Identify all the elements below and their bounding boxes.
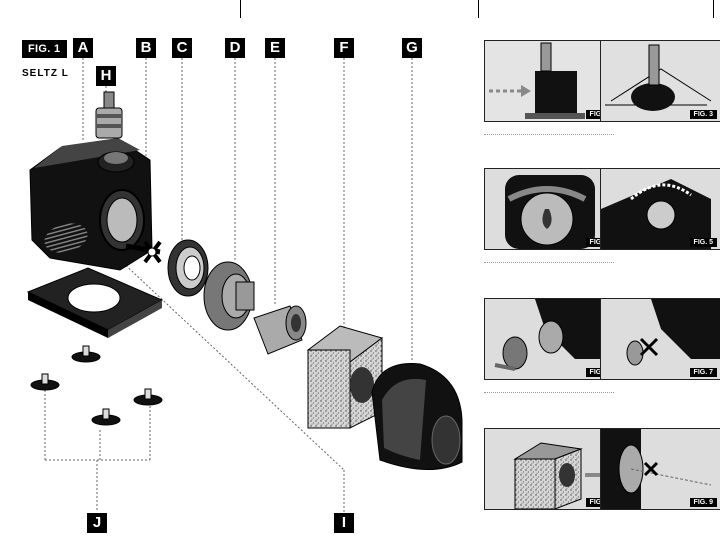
- divider: [484, 262, 614, 263]
- trim-mark: [240, 0, 241, 18]
- part-label-g: G: [402, 38, 422, 58]
- impeller-cover: [203, 261, 255, 331]
- fig-6-label: FIG. 6: [585, 368, 613, 377]
- part-label-j: J: [87, 513, 107, 533]
- model-name: SELTZ L: [22, 68, 69, 79]
- fig-6-panel: FIG. 6: [484, 298, 616, 380]
- part-label-e: E: [265, 38, 285, 58]
- fig-8-label: FIG. 8: [585, 498, 613, 507]
- fig-7-panel: FIG. 7: [600, 298, 720, 380]
- fig-7-label: FIG. 7: [689, 368, 717, 377]
- figure-label: FIG. 1: [22, 40, 68, 58]
- impeller-shaft: [125, 240, 162, 264]
- strainer-cage: [371, 363, 463, 470]
- part-label-f: F: [334, 38, 354, 58]
- fig-2-panel: FIG. 2: [484, 40, 616, 122]
- fig-3-label: FIG. 3: [689, 110, 717, 119]
- pump-body: [29, 138, 153, 271]
- divider: [484, 392, 614, 393]
- fig-4-label: FIG. 4: [585, 238, 613, 247]
- fig-5-panel: FIG. 5: [600, 168, 720, 250]
- part-label-d: D: [225, 38, 245, 58]
- fig-8-panel: FIG. 8: [484, 428, 616, 510]
- inlet-adaptor: [253, 305, 307, 355]
- trim-mark: [713, 0, 714, 18]
- part-label-i: I: [334, 513, 354, 533]
- fig-9-panel: FIG. 9: [600, 428, 720, 510]
- fig-2-label: FIG. 2: [585, 110, 613, 119]
- base-plate: [26, 267, 164, 338]
- fig-5-label: FIG. 5: [689, 238, 717, 247]
- outlet-fitting: [95, 91, 123, 139]
- fig-3-panel: FIG. 3: [600, 40, 720, 122]
- trim-mark: [478, 0, 479, 18]
- part-label-a: A: [73, 38, 93, 58]
- suction-cups: [30, 345, 163, 426]
- part-label-b: B: [136, 38, 156, 58]
- part-label-c: C: [172, 38, 192, 58]
- fig-4-panel: FIG. 4: [484, 168, 616, 250]
- part-label-h: H: [96, 66, 116, 86]
- exploded-pump-diagram: [26, 58, 463, 512]
- foam-filter: [306, 325, 384, 429]
- bearing-ring: [167, 239, 209, 297]
- divider: [484, 134, 614, 135]
- fig-9-label: FIG. 9: [689, 498, 717, 507]
